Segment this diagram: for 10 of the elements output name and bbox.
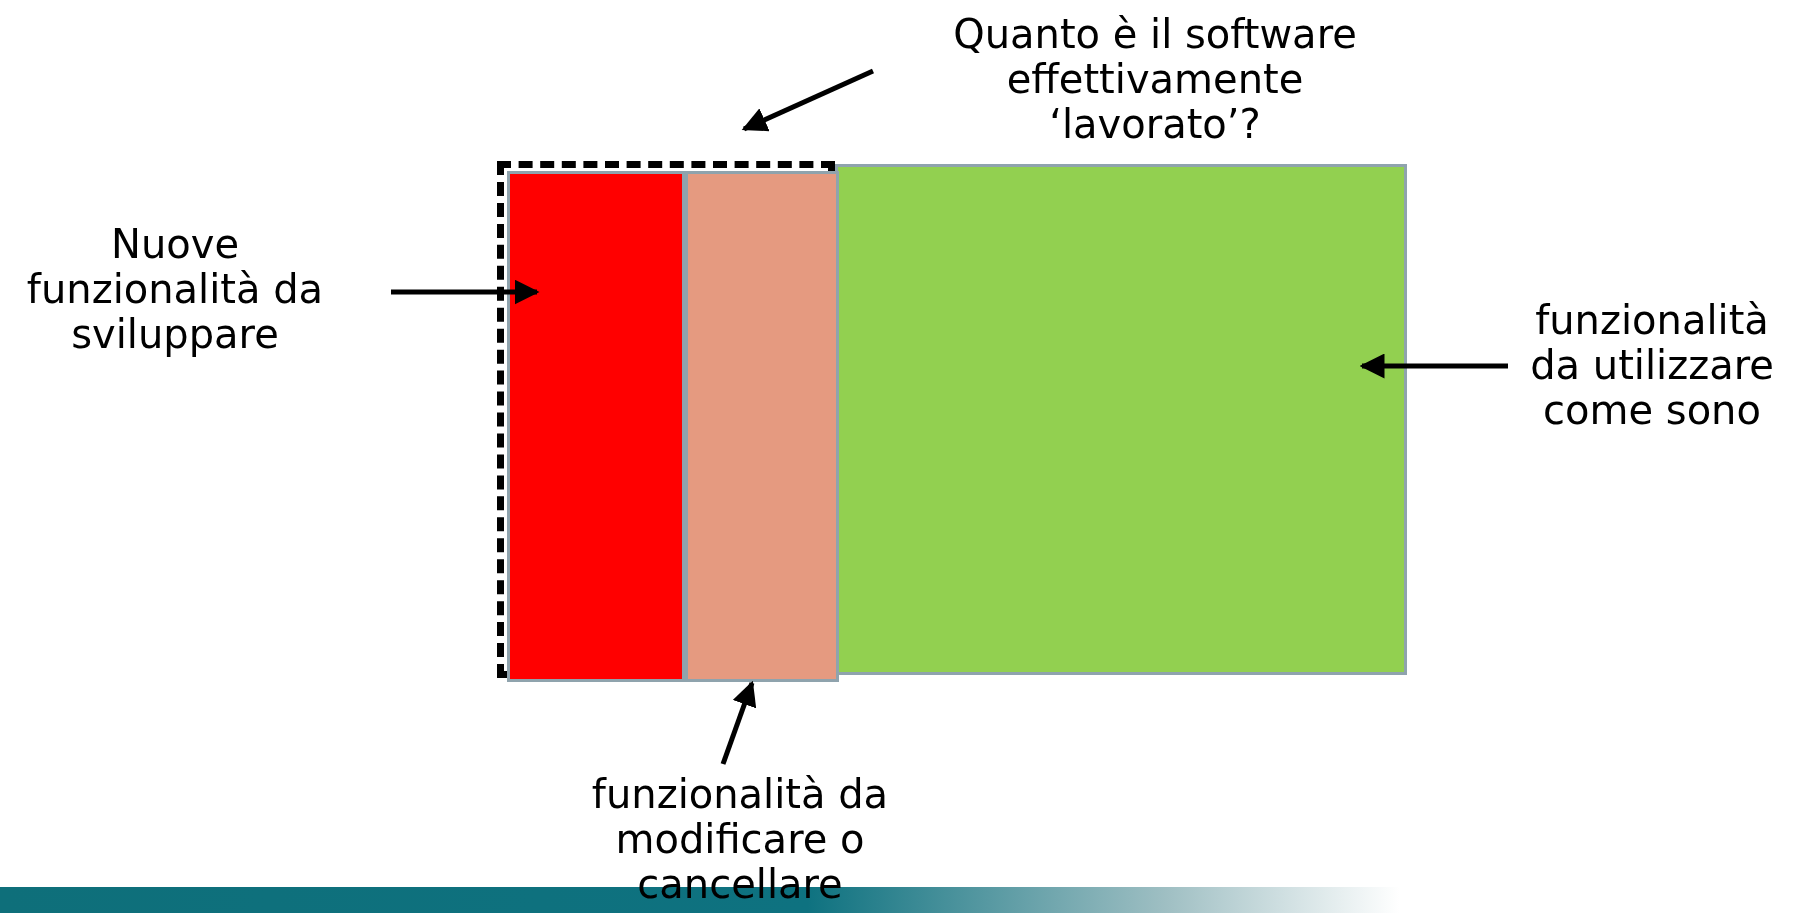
arrow xyxy=(1359,353,1508,379)
bar-segment xyxy=(507,171,685,682)
arrow xyxy=(720,680,757,765)
callout-text: Nuove funzionalità da sviluppare xyxy=(5,222,345,357)
callout-text: Quanto è il software effettivamente ‘lavorato’? xyxy=(905,12,1405,147)
bar-segment xyxy=(685,171,839,682)
callout-text: funzionalità da utilizzare come sono xyxy=(1510,298,1794,433)
arrow xyxy=(741,68,875,132)
arrow xyxy=(391,279,540,305)
bar-segment xyxy=(835,164,1407,675)
